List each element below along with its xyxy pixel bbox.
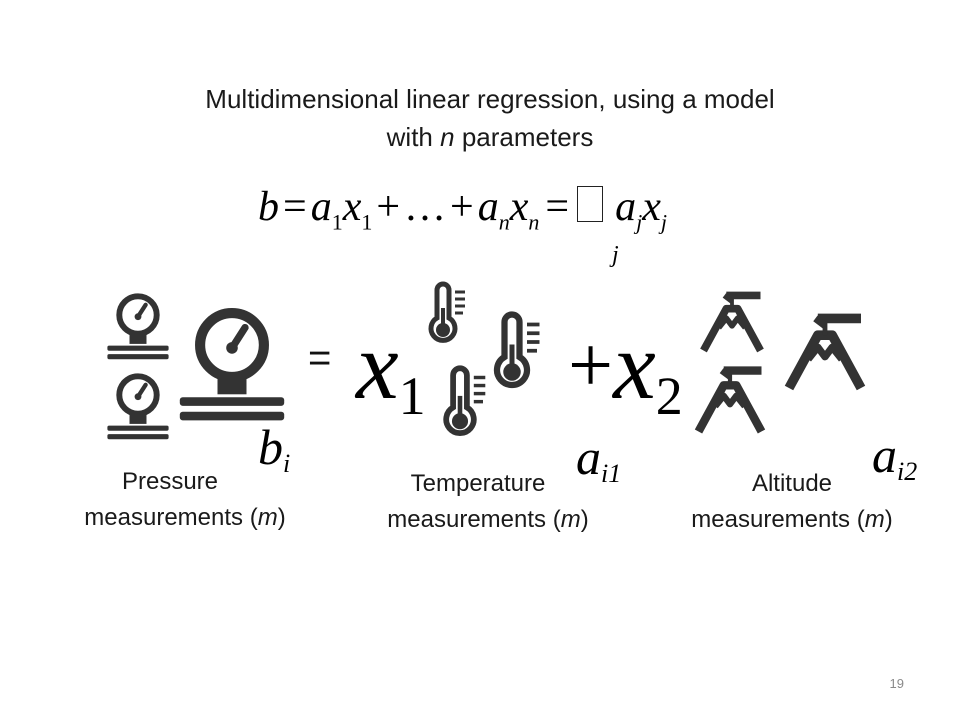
- diagram-plus: +: [568, 322, 614, 410]
- missing-sum-symbol-icon: [577, 186, 604, 222]
- eq-b: b: [258, 184, 279, 230]
- pressure-caption: Pressure measurements (m): [84, 468, 286, 531]
- thermometer-icon: [497, 315, 540, 385]
- eq-x1: x: [342, 184, 362, 230]
- sum-index: j: [612, 242, 619, 268]
- eq-equals-2: =: [545, 184, 570, 230]
- a-i1-label: ai1: [576, 429, 622, 488]
- thermometers: [425, 280, 555, 450]
- thermometer-icon: [446, 368, 485, 433]
- eq-equals: =: [283, 184, 307, 230]
- pressure-gauge-icon: [107, 376, 168, 439]
- b-i-label: bi: [258, 419, 291, 478]
- regression-equation: b=a1x1+…+anxn=ajxj: [258, 184, 667, 235]
- page-number: 19: [889, 676, 904, 691]
- diagram-equals: =: [308, 336, 332, 380]
- eq-a1: a: [310, 184, 332, 230]
- plus-x2: +x2: [568, 312, 683, 426]
- x2-variable: x: [613, 312, 656, 419]
- x1-variable: x1: [356, 312, 426, 426]
- eq-an: a: [477, 184, 499, 230]
- altitude-caption: Altitude measurements (m): [691, 470, 893, 533]
- eq-xn: x: [509, 184, 529, 230]
- mountain-icon: [704, 295, 761, 350]
- eq-plus-2: +: [450, 184, 474, 230]
- mountain-icon: [699, 371, 762, 432]
- eq-plus-1: +: [376, 184, 401, 230]
- eq-aj: a: [615, 184, 637, 230]
- mountains: [680, 282, 870, 442]
- thermometer-icon: [431, 284, 465, 340]
- a-i2-label: ai2: [872, 427, 918, 486]
- mountain-icon: [789, 318, 861, 388]
- pressure-gauge-icon: [180, 313, 284, 420]
- title-line-1: Multidimensional linear regression, usin…: [205, 84, 775, 114]
- pressure-gauge-icon: [107, 296, 168, 359]
- eq-xj: x: [642, 184, 661, 230]
- temperature-caption: Temperature measurements (m): [387, 470, 589, 533]
- eq-ellipsis: …: [404, 184, 447, 230]
- slide-title: Multidimensional linear regression, usin…: [120, 80, 860, 156]
- title-line-2: with n parameters: [386, 122, 594, 152]
